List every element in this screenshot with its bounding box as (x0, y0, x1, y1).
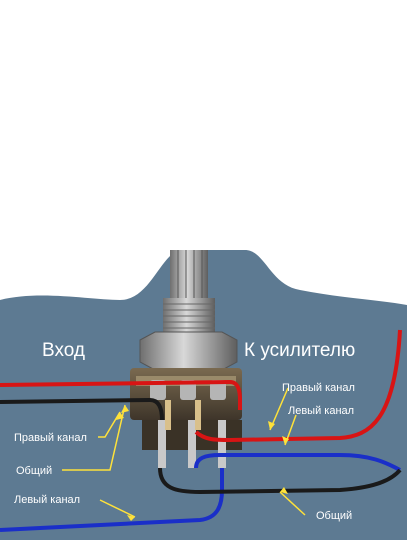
input-right-channel-wire (0, 379, 242, 410)
potentiometer-shaft (170, 250, 208, 300)
output-common-label: Общий (316, 510, 352, 522)
potentiometer-nut (139, 331, 238, 371)
output-right-channel-label: Правый канал (282, 382, 355, 394)
lower-terminals (158, 400, 226, 468)
output-common-wire (158, 467, 402, 495)
input-common-wire (0, 397, 164, 421)
upper-terminals (150, 380, 226, 400)
output-left-channel-wire (194, 453, 401, 472)
input-common-label: Общий (16, 465, 52, 477)
leader-arrowheads (116, 405, 289, 521)
leader-lines (62, 387, 306, 518)
input-label: Вход (42, 340, 85, 361)
to-amplifier-label: К усилителю (244, 340, 355, 361)
output-right-channel-wire (194, 329, 402, 443)
output-left-channel-label: Левый канал (288, 405, 354, 417)
input-left-channel-label: Левый канал (14, 494, 80, 506)
input-right-channel-label: Правый канал (14, 432, 87, 444)
